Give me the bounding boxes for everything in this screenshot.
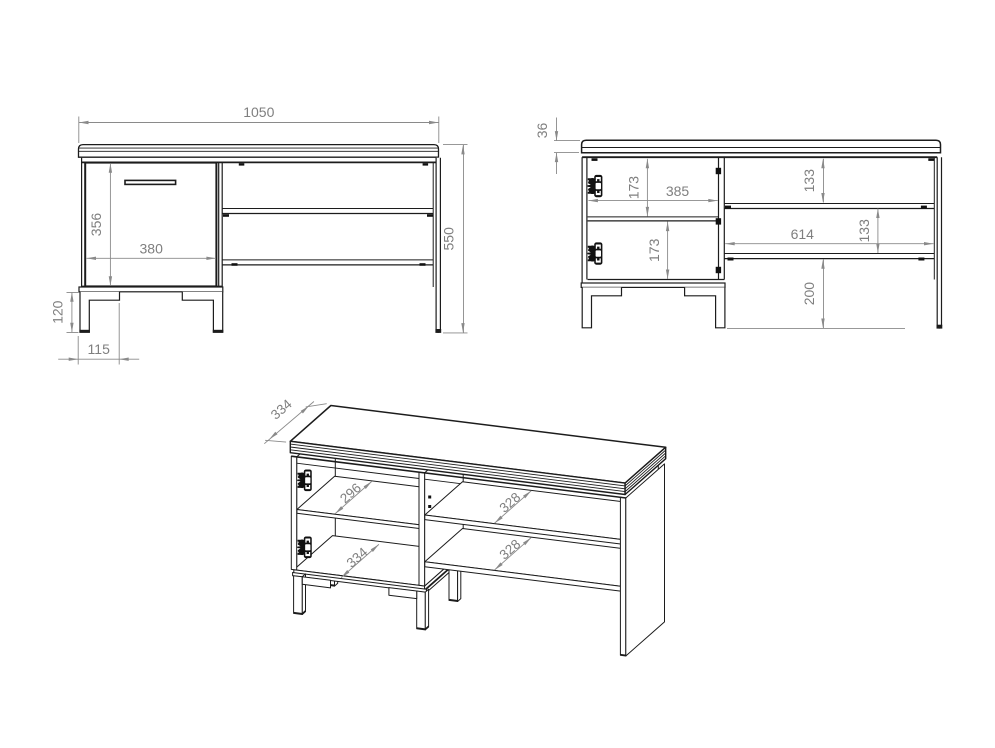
svg-text:380: 380 xyxy=(140,240,164,256)
svg-text:385: 385 xyxy=(666,183,690,199)
svg-text:200: 200 xyxy=(801,282,817,306)
svg-text:550: 550 xyxy=(441,227,457,251)
svg-text:173: 173 xyxy=(626,176,642,200)
svg-text:133: 133 xyxy=(856,219,872,243)
svg-text:173: 173 xyxy=(646,238,662,262)
svg-text:1050: 1050 xyxy=(243,104,274,120)
svg-text:36: 36 xyxy=(534,123,550,139)
svg-text:356: 356 xyxy=(88,213,104,237)
svg-text:614: 614 xyxy=(791,226,815,242)
svg-text:133: 133 xyxy=(801,169,817,193)
svg-text:115: 115 xyxy=(88,341,111,357)
svg-text:120: 120 xyxy=(49,300,65,324)
